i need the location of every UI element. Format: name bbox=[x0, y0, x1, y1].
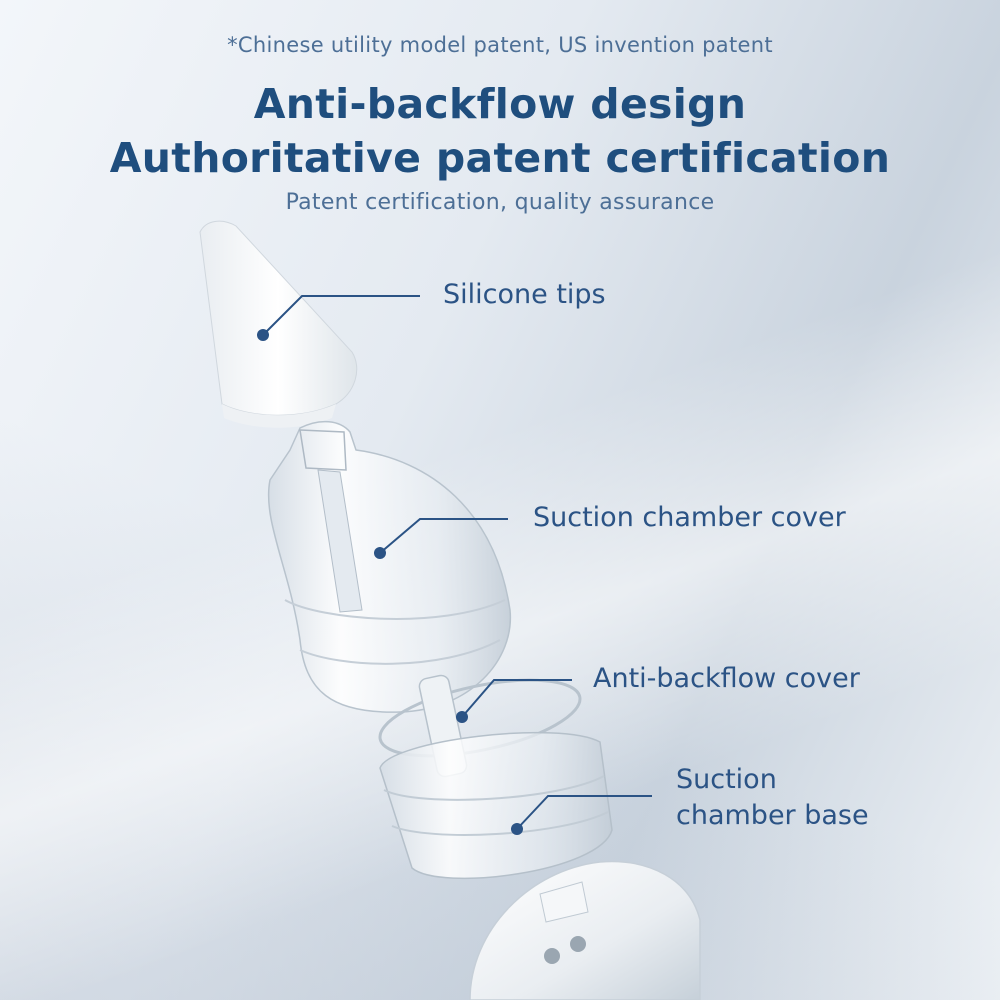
main-body-part bbox=[469, 860, 701, 1000]
page-title-line-1: Anti-backflow design bbox=[253, 80, 747, 128]
callout-dot-anti-backflow-cover bbox=[456, 711, 468, 723]
callout-lines bbox=[262, 295, 652, 830]
callout-label-suction-chamber-cover: Suction chamber cover bbox=[533, 502, 846, 533]
callout-dots bbox=[257, 329, 523, 835]
callout-dot-silicone-tips bbox=[257, 329, 269, 341]
leader-line-suction-chamber-cover bbox=[379, 518, 508, 554]
callout-label-suction-chamber-base-line-2: chamber base bbox=[676, 800, 869, 831]
callout-dot-suction-chamber-cover bbox=[374, 547, 386, 559]
leader-line-anti-backflow-cover bbox=[461, 679, 572, 718]
callout-label-silicone-tips: Silicone tips bbox=[443, 279, 606, 310]
callout-label-anti-backflow-cover: Anti-backflow cover bbox=[593, 663, 860, 694]
callout-label-suction-chamber-base-line-1: Suction bbox=[676, 764, 777, 795]
callout-dot-suction-chamber-base bbox=[511, 823, 523, 835]
suction-chamber-cover-part bbox=[267, 420, 512, 713]
silicone-tip-part bbox=[199, 220, 358, 428]
page-subtitle: Patent certification, quality assurance bbox=[285, 190, 715, 215]
page-title-line-2: Authoritative patent certification bbox=[109, 134, 891, 182]
patent-note: *Chinese utility model patent, US invent… bbox=[227, 33, 773, 57]
leader-line-suction-chamber-base bbox=[516, 795, 652, 830]
leader-line-silicone-tips bbox=[262, 295, 420, 336]
suction-chamber-base-part bbox=[379, 731, 613, 880]
